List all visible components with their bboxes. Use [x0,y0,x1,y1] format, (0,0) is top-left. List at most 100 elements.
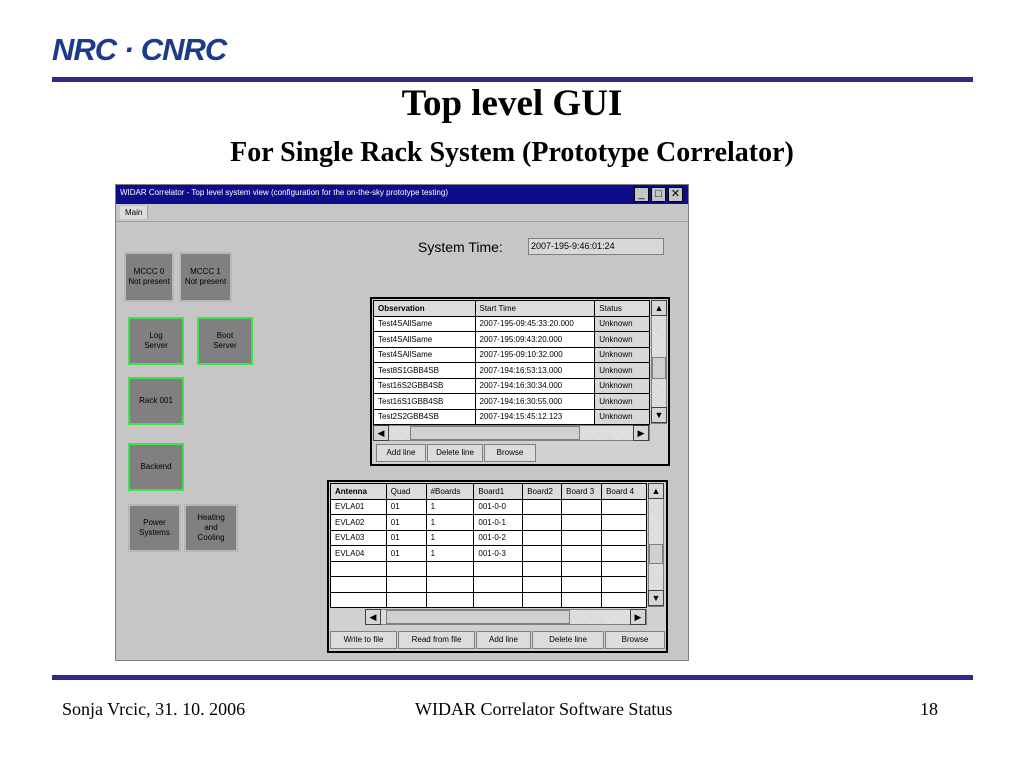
scroll-right-icon[interactable]: ▶ [633,425,649,441]
ant-cell[interactable] [522,560,563,577]
obs-cell[interactable]: 2007-195:09:43:20.000 [474,331,596,348]
obs-column-header[interactable]: Observation [373,300,476,317]
obs-cell[interactable]: Test16S1GBB4SB [373,393,476,410]
scroll-left-icon[interactable]: ◀ [365,609,381,625]
ant-cell[interactable]: 001-0-0 [473,498,524,515]
ant-cell[interactable] [522,529,563,546]
obs-cell[interactable]: Unknown [594,408,650,425]
power-systems-tile[interactable]: Power Systems [128,504,181,552]
ant-cell[interactable]: 001-0-3 [473,545,524,562]
ant-column-header[interactable]: Board1 [473,483,524,500]
ant-cell[interactable] [601,529,647,546]
obs-column-header[interactable]: Status [594,300,650,317]
observations-vscroll[interactable]: ▲ ▼ [651,300,667,424]
heating-cooling-tile[interactable]: Heating and Cooling [184,504,238,552]
ant-cell[interactable] [330,576,387,593]
ant-cell[interactable]: 1 [425,498,475,515]
table-row[interactable] [330,591,647,608]
obs-cell[interactable]: Test4SAllSame [373,315,476,332]
ant-column-header[interactable]: Antenna [330,483,387,500]
obs-cell[interactable]: Unknown [594,346,650,363]
ant-cell[interactable] [473,560,524,577]
ant-cell[interactable]: 1 [425,529,475,546]
ant-cell[interactable]: 01 [385,514,427,531]
scroll-down-icon[interactable]: ▼ [651,407,667,423]
ant-browse-button[interactable]: Browse [605,631,665,649]
obs-cell[interactable]: Unknown [594,315,650,332]
window-titlebar[interactable]: WIDAR Correlator - Top level system view… [116,185,688,204]
scroll-up-icon[interactable]: ▲ [648,483,664,499]
ant-cell[interactable] [425,576,475,593]
ant-cell[interactable] [601,514,647,531]
ant-add-line-button[interactable]: Add line [476,631,531,649]
vscroll-thumb[interactable] [649,544,663,564]
ant-cell[interactable] [561,591,603,608]
mccc1-tile[interactable]: MCCC 1 Not present [179,252,232,302]
antenna-hscroll[interactable]: ◀ ▶ [365,609,647,625]
ant-cell[interactable]: EVLA03 [330,529,387,546]
ant-cell[interactable] [561,529,603,546]
ant-cell[interactable] [601,498,647,515]
ant-cell[interactable] [561,560,603,577]
ant-delete-line-button[interactable]: Delete line [532,631,604,649]
ant-column-header[interactable]: Board 3 [561,483,603,500]
ant-cell[interactable] [561,514,603,531]
ant-cell[interactable] [522,498,563,515]
obs-cell[interactable]: Unknown [594,393,650,410]
obs-cell[interactable]: Unknown [594,377,650,394]
ant-column-header[interactable]: Quad [385,483,427,500]
obs-delete-line-button[interactable]: Delete line [427,444,483,462]
vscroll-thumb[interactable] [652,357,666,379]
ant-cell[interactable] [425,591,475,608]
menu-main[interactable]: Main [120,206,149,219]
observations-hscroll[interactable]: ◀ ▶ [373,425,650,441]
ant-cell[interactable]: EVLA01 [330,498,387,515]
ant-cell[interactable] [522,576,563,593]
table-row[interactable] [330,560,647,577]
ant-cell[interactable]: EVLA04 [330,545,387,562]
ant-column-header[interactable]: Board2 [522,483,563,500]
ant-cell[interactable] [385,560,427,577]
ant-cell[interactable] [561,545,603,562]
ant-cell[interactable]: 01 [385,545,427,562]
scroll-down-icon[interactable]: ▼ [648,590,664,606]
ant-column-header[interactable]: Board 4 [601,483,647,500]
ant-cell[interactable]: 1 [425,514,475,531]
hscroll-thumb[interactable] [386,610,570,624]
ant-cell[interactable] [473,576,524,593]
obs-cell[interactable]: Test4SAllSame [373,346,476,363]
obs-cell[interactable]: 2007-194:16:30:55.000 [474,393,596,410]
antenna-vscroll[interactable]: ▲ ▼ [648,483,664,607]
ant-cell[interactable]: 1 [425,545,475,562]
ant-cell[interactable] [425,560,475,577]
obs-column-header[interactable]: Start Time [474,300,596,317]
obs-cell[interactable]: 2007-194:15:45:12.123 [474,408,596,425]
ant-cell[interactable] [601,576,647,593]
ant-cell[interactable] [601,591,647,608]
obs-cell[interactable]: Unknown [594,362,650,379]
scroll-up-icon[interactable]: ▲ [651,300,667,316]
obs-add-line-button[interactable]: Add line [376,444,426,462]
log-server-tile[interactable]: Log Server [128,317,184,365]
read-from-file-button[interactable]: Read from file [398,631,475,649]
ant-cell[interactable] [522,514,563,531]
ant-cell[interactable] [522,591,563,608]
rack-tile[interactable]: Rack 001 [128,377,184,425]
ant-cell[interactable]: 01 [385,529,427,546]
ant-cell[interactable] [601,560,647,577]
write-to-file-button[interactable]: Write to file [330,631,397,649]
mccc0-tile[interactable]: MCCC 0 Not present [124,252,174,302]
ant-column-header[interactable]: #Boards [425,483,475,500]
obs-cell[interactable]: Test16S2GBB4SB [373,377,476,394]
obs-browse-button[interactable]: Browse [484,444,536,462]
